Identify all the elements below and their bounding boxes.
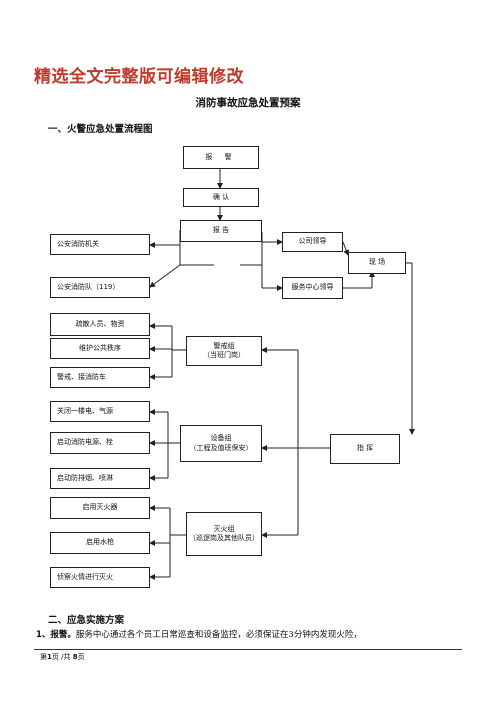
box-fire-group: 灭火组（巡逻岗及其他队员） (186, 512, 262, 556)
footer-rule (34, 649, 462, 650)
box-guard-group: 警戒组（当班门岗） (186, 336, 262, 366)
page-total: 8 (72, 653, 78, 661)
box-use-extinguisher: 启用灭火器 (50, 497, 150, 519)
box-equipment-group: 设备组（工程及值班保安） (180, 425, 262, 462)
item-text: 服务中心通过各个员工日常巡查和设备监控，必须保证在3分钟内发现火险， (75, 630, 362, 640)
box-scene: 现 场 (348, 252, 406, 274)
box-service-leader: 服务中心领导 (282, 277, 343, 299)
box-fight-fire: 侦察火情进行灭火 (50, 567, 150, 588)
box-company-leader: 公司领导 (282, 232, 343, 252)
box-guard-truck: 警戒、接消防车 (50, 367, 150, 388)
banner-title: 精选全文完整版可编辑修改 (34, 67, 244, 87)
box-use-hydrant: 启用水枪 (50, 532, 150, 554)
box-report: 报 告 (180, 220, 262, 242)
box-public-order: 维护公共秩序 (50, 338, 150, 359)
box-command: 指 挥 (330, 434, 400, 464)
box-confirm: 确 认 (183, 188, 259, 207)
box-start-smoke: 启动防排烟、喷淋 (50, 468, 150, 489)
box-police: 公安消防机关 (50, 234, 150, 255)
item-label: 1、报警。 (36, 630, 76, 640)
document-title: 消防事故应急处置预案 (195, 97, 301, 109)
box-start-pump: 启动消防电源、栓 (50, 432, 150, 454)
box-report-alarm: 报 警 (183, 146, 259, 169)
body-paragraph: 1、报警。服务中心通过各个员工日常巡查和设备监控，必须保证在3分钟内发现火险， (36, 628, 362, 640)
section-heading-flowchart: 一、火警应急处置流程图 (48, 124, 153, 135)
box-evacuate: 疏散人员、物资 (50, 313, 150, 336)
page-footer: 第1页 /共 8页 (40, 653, 85, 661)
page-number: 1 (47, 653, 52, 661)
box-fire-brigade: 公安消防队（119） (50, 277, 150, 298)
section-heading-plan: 二、应急实施方案 (48, 615, 125, 626)
box-cut-power: 关闭一楼电、气源 (50, 401, 150, 422)
